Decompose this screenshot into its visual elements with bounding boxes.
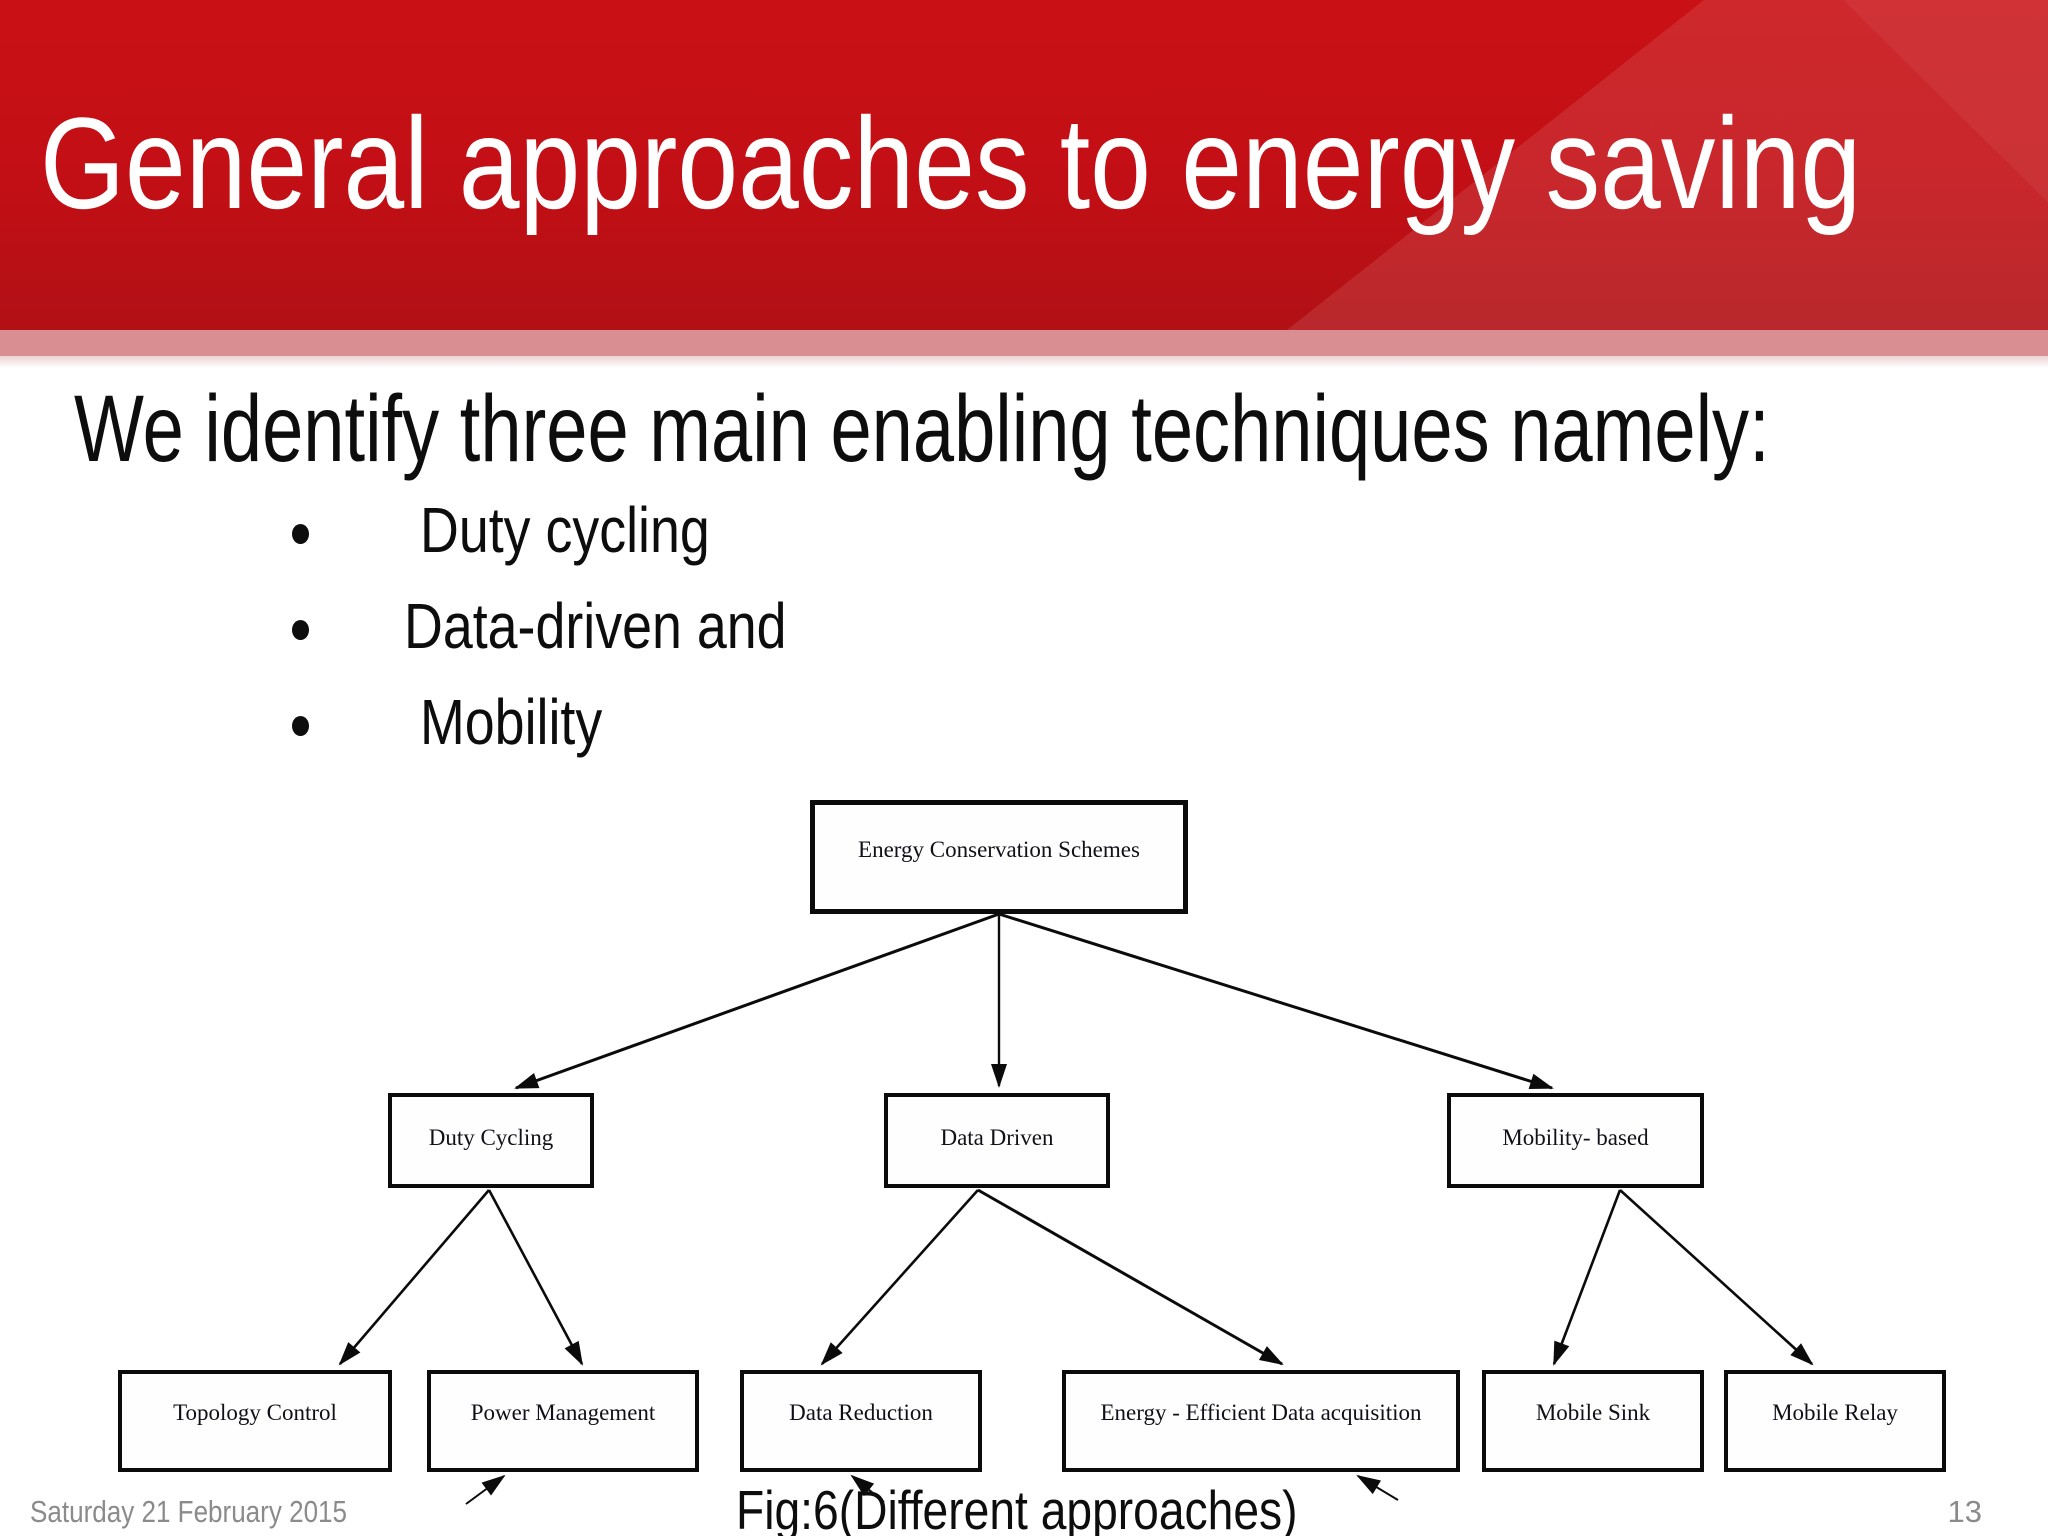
bullet-dot (292, 716, 309, 736)
header-band-fade (0, 356, 2048, 368)
bullet-list: Duty cycling Data-driven and Mobility (292, 482, 859, 770)
header-pink-band (0, 330, 2048, 356)
bullet-dot (292, 524, 309, 544)
figure-caption: Fig:6(Different approaches) (736, 1479, 1298, 1536)
bullet-item-mobility: Mobility (292, 674, 859, 770)
edge-mobility-sink (1552, 1189, 1622, 1366)
footer-page-number: 13 (1947, 1494, 1982, 1529)
edge-root-duty-cycling (514, 912, 1000, 1090)
slide-title: General approaches to energy saving (40, 92, 2048, 235)
node-energy-efficient-data-acquisition: Energy - Efficient Data acquisition (1062, 1370, 1460, 1472)
node-power-management: Power Management (427, 1370, 699, 1472)
node-topology-control: Topology Control (118, 1370, 392, 1472)
edge-root-mobility-based (998, 912, 1554, 1090)
node-data-driven: Data Driven (884, 1093, 1110, 1188)
edge-duty-topology (338, 1189, 490, 1366)
edge-stub-power (465, 1474, 506, 1505)
bullet-item-data-driven: Data-driven and (292, 578, 859, 674)
node-mobile-relay: Mobile Relay (1724, 1370, 1946, 1472)
slide-title-text: General approaches to energy saving (40, 90, 1862, 236)
node-duty-cycling: Duty Cycling (388, 1093, 594, 1188)
node-mobility-based: Mobility- based (1447, 1093, 1704, 1188)
bullet-item-duty-cycling: Duty cycling (292, 482, 859, 578)
node-mobile-sink: Mobile Sink (1482, 1370, 1704, 1472)
node-data-reduction: Data Reduction (740, 1370, 982, 1472)
footer-date: Saturday 21 February 2015 (30, 1494, 348, 1529)
edge-data-reduction (820, 1189, 979, 1366)
intro-text: We identify three main enabling techniqu… (74, 376, 1770, 482)
node-energy-conservation-schemes: Energy Conservation Schemes (810, 800, 1188, 914)
edge-duty-power (487, 1189, 584, 1366)
bullet-dot (292, 620, 309, 640)
edge-data-acquisition (977, 1188, 1284, 1366)
edge-mobility-relay (1619, 1189, 1814, 1366)
